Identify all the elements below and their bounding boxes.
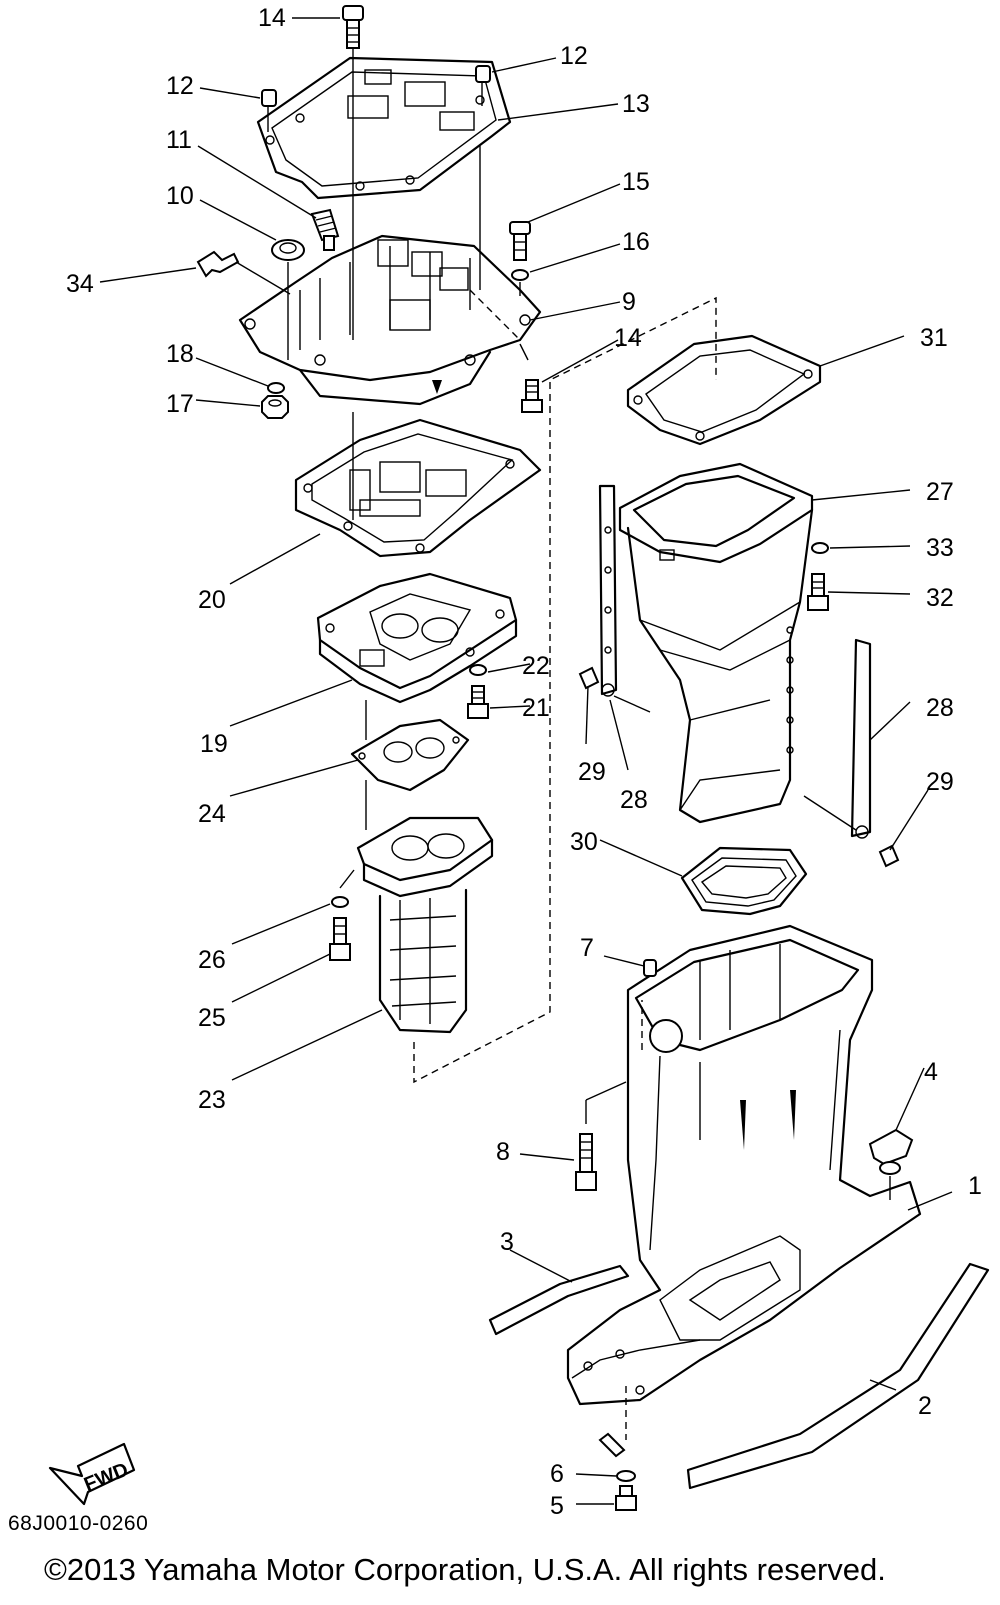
callout-12-left: 12 (166, 72, 194, 100)
callout-8: 8 (496, 1138, 510, 1166)
washer-26[interactable] (331, 896, 349, 908)
callout-13: 13 (622, 90, 650, 118)
callout-1: 1 (968, 1172, 982, 1200)
plate-19[interactable] (316, 572, 518, 704)
sensor-11[interactable] (310, 208, 340, 251)
callout-labels: 14 12 12 13 11 10 34 15 16 9 14 18 17 20… (66, 4, 982, 1520)
callout-15: 15 (622, 168, 650, 196)
bolt-25[interactable] (329, 917, 351, 961)
callout-14-mid: 14 (614, 324, 642, 352)
bolt-15[interactable] (509, 221, 531, 261)
callout-18: 18 (166, 340, 194, 368)
callout-33: 33 (926, 534, 954, 562)
callout-16: 16 (622, 228, 650, 256)
muffler-27[interactable] (618, 462, 814, 824)
gasket-30[interactable] (680, 846, 808, 916)
copyright-notice: ©2013 Yamaha Motor Corporation, U.S.A. A… (44, 1552, 886, 1587)
bolt-14-mid[interactable] (521, 379, 543, 413)
callout-10: 10 (166, 182, 194, 210)
callout-20: 20 (198, 586, 226, 614)
callout-17: 17 (166, 390, 194, 418)
callout-9: 9 (622, 288, 636, 316)
gasket-13[interactable] (256, 56, 512, 200)
diagram-code: 68J0010-0260 (8, 1512, 149, 1535)
clip-29-left[interactable] (578, 666, 600, 690)
callout-4: 4 (924, 1058, 938, 1086)
callout-23: 23 (198, 1086, 226, 1114)
bolt-5[interactable] (615, 1485, 637, 1511)
callout-28-left: 28 (620, 786, 648, 814)
callout-19: 19 (200, 730, 228, 758)
callout-24: 24 (198, 800, 226, 828)
callout-6: 6 (550, 1460, 564, 1488)
callout-11: 11 (166, 126, 192, 154)
screw-anode[interactable] (598, 1432, 626, 1458)
callout-30: 30 (570, 828, 598, 856)
grommet-10[interactable] (271, 239, 305, 360)
seal-strip-28-right[interactable] (850, 638, 872, 839)
washer-22[interactable] (469, 664, 487, 676)
callout-2: 2 (918, 1392, 932, 1420)
callout-5: 5 (550, 1492, 564, 1520)
callout-26: 26 (198, 946, 226, 974)
callout-29-right: 29 (926, 768, 954, 796)
clip-29-right[interactable] (878, 844, 900, 868)
leader-lines (99, 17, 953, 1505)
nut-17[interactable] (261, 395, 289, 419)
washer-16[interactable] (511, 269, 529, 281)
washer-33[interactable] (811, 542, 829, 554)
fwd-label: FWD (81, 1459, 131, 1496)
callout-28-right: 28 (926, 694, 954, 722)
washer-6[interactable] (616, 1470, 636, 1482)
callout-29-left: 29 (578, 758, 606, 786)
exhaust-pipe-23[interactable] (356, 816, 494, 1034)
callout-22: 22 (522, 652, 550, 680)
dowel-pin-12-left[interactable] (261, 89, 277, 107)
callout-14-top: 14 (258, 4, 286, 32)
callout-12-right: 12 (560, 42, 588, 70)
seal-3[interactable] (488, 1264, 630, 1336)
seal-strip-28-left[interactable] (598, 484, 618, 697)
callout-21: 21 (522, 694, 550, 722)
gasket-20[interactable] (294, 418, 542, 558)
grommet-4[interactable] (868, 1128, 914, 1175)
exhaust-guide-9[interactable] (238, 234, 542, 406)
upper-casing-1[interactable] (566, 924, 922, 1406)
bolt-14-top[interactable] (342, 5, 364, 49)
callout-31: 31 (920, 324, 948, 352)
callout-7: 7 (580, 934, 594, 962)
bolt-8[interactable] (575, 1133, 597, 1191)
bolt-32[interactable] (807, 573, 829, 611)
dowel-pin-7[interactable] (643, 959, 657, 977)
callout-25: 25 (198, 1004, 226, 1032)
callout-27: 27 (926, 478, 954, 506)
callout-3: 3 (500, 1228, 514, 1256)
callout-32: 32 (926, 584, 954, 612)
gasket-24[interactable] (350, 718, 470, 792)
seal-2[interactable] (686, 1262, 990, 1490)
bolt-21[interactable] (467, 685, 489, 719)
washer-18[interactable] (267, 382, 285, 394)
dowel-pin-12-right[interactable] (475, 65, 491, 83)
callout-34: 34 (66, 270, 94, 298)
gasket-31[interactable] (626, 334, 822, 446)
fwd-arrow-icon: FWD (48, 1442, 136, 1506)
fitting-34[interactable] (196, 250, 240, 278)
